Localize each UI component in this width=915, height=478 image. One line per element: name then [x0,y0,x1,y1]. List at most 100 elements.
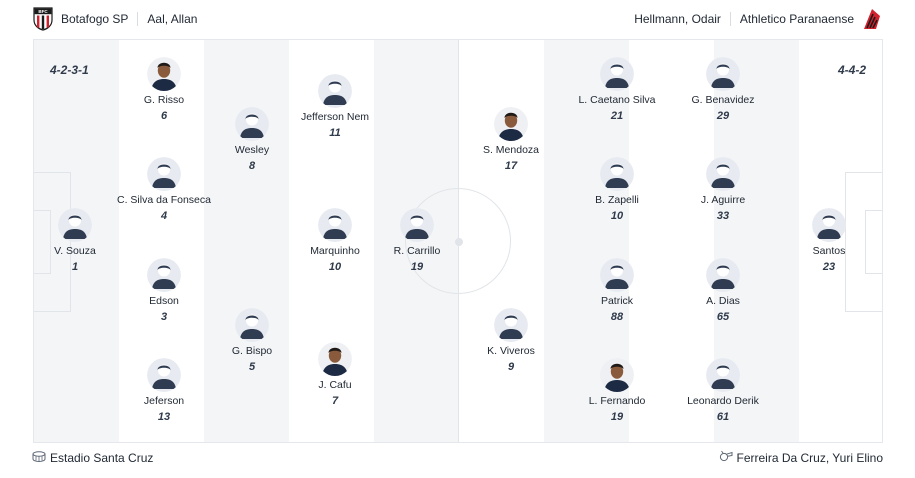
player-name: Wesley [234,144,270,156]
referee-name[interactable]: Ferreira Da Cruz, Yuri Elino [736,450,884,465]
player-avatar-generic-icon [400,208,434,242]
player-name: C. Silva da Fonseca [117,194,211,206]
pitch-stripe [799,40,882,442]
player-number: 1 [71,261,79,273]
player-home-cb[interactable]: Edson 3 [104,258,224,324]
player-home-rb[interactable]: G. Risso 6 [104,57,224,123]
pitch-stripe [629,40,714,442]
header-divider [729,12,731,26]
player-away-mf[interactable]: Patrick 88 [557,258,677,324]
player-home-gk[interactable]: V. Souza 1 [34,208,135,274]
player-home-am[interactable]: Jefferson Nem 11 [275,74,395,140]
referee-info: Ferreira Da Cruz, Yuri Elino [719,450,884,465]
player-avatar-generic-icon [147,157,181,191]
player-avatar-generic-icon [318,74,352,108]
player-avatar-generic-icon [600,57,634,91]
away-penalty-box [845,172,882,312]
player-number: 23 [822,261,836,273]
home-penalty-box [34,172,71,312]
player-photo-icon [318,342,352,376]
athletico-paranaense-crest-icon[interactable] [862,7,882,31]
player-number: 8 [248,160,256,172]
player-avatar-generic-icon [706,57,740,91]
player-name: K. Viveros [487,345,535,357]
player-away-df[interactable]: Leonardo Derik 61 [663,358,783,424]
player-name: V. Souza [54,245,96,257]
player-home-am[interactable]: Marquinho 10 [275,208,395,274]
player-number: 33 [716,210,730,222]
home-team-name[interactable]: Botafogo SP [61,12,129,26]
player-home-lb[interactable]: Jeferson 13 [104,358,224,424]
stadium-icon [32,450,50,465]
player-home-dm[interactable]: G. Bispo 5 [192,308,312,374]
player-away-st[interactable]: S. Mendoza 17 [451,107,571,173]
svg-text:BFC: BFC [38,9,48,14]
player-number: 13 [157,411,171,423]
player-number: 4 [160,210,168,222]
player-away-mf[interactable]: L. Fernando 19 [557,358,677,424]
away-coach-name[interactable]: Hellmann, Odair [634,12,721,26]
player-number: 11 [329,127,341,139]
away-formation: 4-4-2 [837,63,866,77]
player-away-gk[interactable]: Santos 23 [769,208,882,274]
player-name: J. Aguirre [700,194,746,206]
player-avatar-generic-icon [318,208,352,242]
player-number: 65 [716,311,730,323]
player-number: 6 [160,110,168,122]
player-name: S. Mendoza [482,144,540,156]
player-away-df[interactable]: A. Dias 65 [663,258,783,324]
player-name: Marquinho [310,245,360,257]
player-name: L. Fernando [588,395,646,407]
player-photo-icon [147,57,181,91]
player-name: Patrick [600,295,634,307]
player-home-dm[interactable]: Wesley 8 [192,107,312,173]
player-away-df[interactable]: G. Benavidez 29 [663,57,783,123]
player-name: Jefferson Nem [300,111,370,123]
player-number: 9 [507,361,515,373]
player-name: Jeferson [143,395,185,407]
home-coach-name[interactable]: Aal, Allan [147,12,198,26]
player-avatar-generic-icon [147,258,181,292]
player-away-mf[interactable]: L. Caetano Silva 21 [557,57,677,123]
player-name: Leonardo Derik [687,395,759,407]
player-name: A. Dias [706,295,740,307]
player-name: Edson [149,295,179,307]
player-avatar-generic-icon [706,358,740,392]
player-name: J. Cafu [318,379,352,391]
player-name: L. Caetano Silva [578,94,656,106]
player-name: G. Benavidez [691,94,755,106]
player-avatar-generic-icon [235,107,269,141]
away-goal-box [865,210,882,274]
player-number: 7 [331,395,339,407]
home-team-header: BFC Botafogo SP Aal, Allan [33,0,197,38]
player-home-am[interactable]: J. Cafu 7 [275,342,395,408]
center-circle [405,188,511,294]
player-avatar-generic-icon [600,157,634,191]
botafogo-sp-crest-icon[interactable]: BFC [33,7,53,31]
away-team-name[interactable]: Athletico Paranaense [739,12,854,26]
player-photo-icon [494,107,528,141]
player-name: G. Risso [143,94,185,106]
player-number: 61 [716,411,730,423]
player-number: 19 [410,261,424,273]
home-goal-box [34,210,51,274]
venue-name[interactable]: Estadio Santa Cruz [50,450,154,465]
player-number: 17 [504,160,518,172]
player-away-df[interactable]: J. Aguirre 33 [663,157,783,223]
player-photo-icon [600,358,634,392]
player-number: 29 [716,110,730,122]
player-away-st[interactable]: K. Viveros 9 [451,308,571,374]
player-avatar-generic-icon [812,208,846,242]
player-name: R. Carrillo [393,245,441,257]
player-home-st[interactable]: R. Carrillo 19 [357,208,477,274]
lineup-pitch: 4-2-3-1 4-4-2 V. Souza 1 G. Risso 6 C. S… [33,39,883,443]
whistle-icon [719,450,737,465]
player-avatar-generic-icon [235,308,269,342]
player-away-mf[interactable]: B. Zapelli 10 [557,157,677,223]
player-home-cb[interactable]: C. Silva da Fonseca 4 [104,157,224,223]
player-avatar-generic-icon [147,358,181,392]
away-team-header: Hellmann, Odair Athletico Paranaense [634,0,882,38]
player-number: 3 [160,311,168,323]
player-name: B. Zapelli [595,194,639,206]
player-number: 10 [328,261,342,273]
